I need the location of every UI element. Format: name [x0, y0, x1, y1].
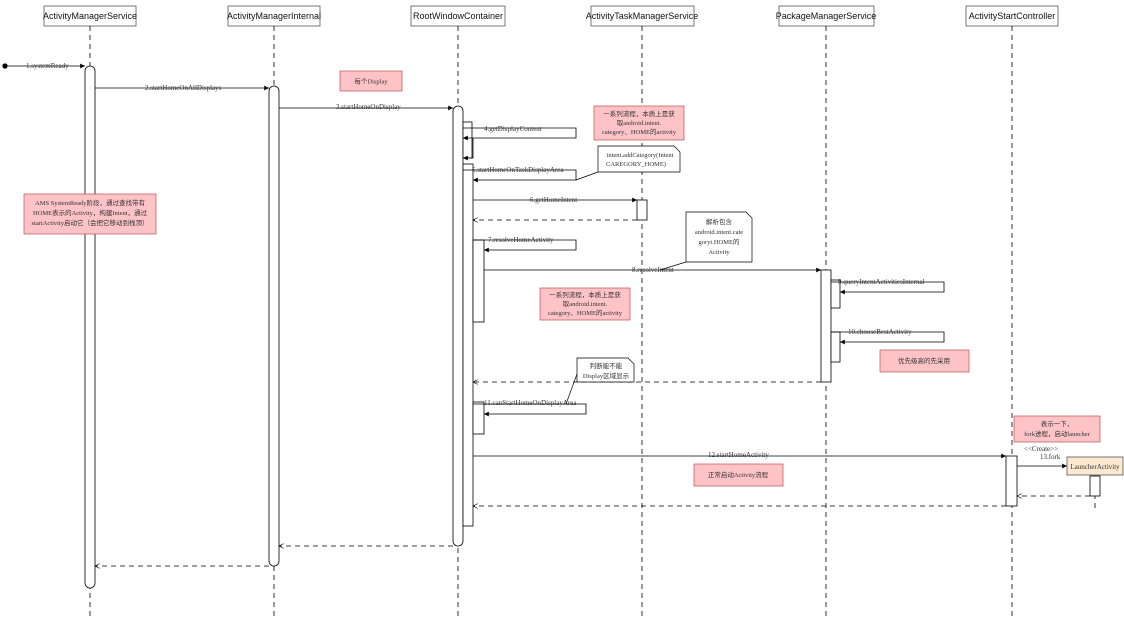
note-line: goryt.HOME的 — [699, 237, 740, 246]
activation-rwc — [452, 105, 464, 547]
note-intent-add-category: intent.addCategory(Intent CAREGORY_HOME) — [575, 145, 681, 181]
message-label-6: 6.getHomeIntent — [530, 196, 577, 204]
note-judge-display: 判断能不能 Display区域显示 — [565, 357, 635, 405]
message-arrow-7 — [473, 239, 577, 253]
note-line: 解析包含 — [706, 217, 733, 226]
note-text: 每个Display — [354, 77, 388, 86]
participant-label: RootWindowContainer — [413, 11, 503, 21]
note-line: 取android.intent. — [563, 300, 608, 308]
note-anchor-line — [565, 373, 578, 405]
note-line: 一系列流程，本质上是获 — [549, 290, 621, 299]
message-arrow-11 — [473, 403, 587, 417]
note-line: 一系列流程，本质上是获 — [603, 109, 675, 118]
message-labels: 1.systemReady 2.startHomeOnAllDisplays 3… — [26, 62, 1061, 461]
message-label-13: 13.fork — [1040, 453, 1061, 461]
activation-rwc-sub2 — [462, 163, 474, 527]
activation-ami — [268, 85, 280, 567]
activation-bars — [84, 65, 1101, 589]
note-text: 优先级高的先采用 — [898, 356, 950, 365]
note-parse-home-activity: 解析包含 android.intent.cate goryt.HOME的 Act… — [659, 211, 753, 271]
note-line: fork进程，启动launcher — [1024, 429, 1091, 438]
lifelines — [89, 26, 1096, 619]
note-series-a: 一系列流程，本质上是获 取android.intent. category、HO… — [593, 105, 685, 141]
message-label-4: 4.getDisplayContent — [484, 125, 542, 133]
message-arrow-9 — [831, 281, 945, 295]
note-priority: 优先级高的先采用 — [879, 349, 970, 373]
activation-rwc-sub1 — [462, 121, 473, 159]
message-return-4 — [463, 138, 474, 161]
note-line: 取android.intent. — [617, 119, 662, 127]
participant-activity-manager-service: ActivityManagerService — [43, 5, 137, 27]
note-normal-start: 正常启动Activity流程 — [693, 463, 784, 487]
note-per-display: 每个Display — [339, 70, 403, 92]
note-line: AMS SystemReady阶段，通过查找带有 — [35, 198, 145, 207]
message-label-1: 1.systemReady — [26, 62, 69, 70]
message-label-2: 2.startHomeOnAllDisplays — [145, 84, 222, 92]
activation-rwc-sub4 — [472, 401, 485, 435]
create-stereotype-label: <<Create>> — [1024, 445, 1058, 453]
participant-activity-start-controller: ActivityStartController — [965, 5, 1059, 27]
note-anchor-line — [659, 261, 687, 271]
note-series-b: 一系列流程，本质上是获 取android.intent. category、HO… — [539, 287, 631, 321]
note-line: Activity — [708, 249, 730, 256]
note-line: CAREGORY_HOME) — [606, 161, 666, 168]
message-arrow-4 — [463, 127, 577, 141]
participant-activity-task-manager-service: ActivityTaskManagerService — [586, 5, 699, 27]
note-line: Display区域显示 — [583, 371, 630, 380]
note-line: category、HOME的activity — [548, 308, 623, 317]
participant-root-window-container: RootWindowContainer — [410, 5, 506, 27]
participant-label: LauncherActivity — [1070, 463, 1120, 471]
message-label-8: 8.resolveIntent — [632, 266, 674, 274]
activation-rwc-sub3 — [472, 239, 485, 323]
participant-package-manager-service: PackageManagerService — [776, 5, 877, 27]
note-line: intent.addCategory(Intent — [607, 152, 674, 159]
message-label-7: 7.resolveHomeActivity — [488, 236, 554, 244]
message-arrow-10 — [831, 331, 945, 345]
message-label-12: 12.startHomeActivity — [708, 451, 769, 459]
message-label-5: 5.startHomeOnTaskDisplayArea — [472, 166, 564, 174]
message-label-3: 3.startHomeOnDisplay — [336, 103, 401, 111]
message-label-9: 9.queryIntentActivitiesInternal — [838, 278, 925, 286]
activation-asc — [1005, 455, 1018, 507]
participant-activity-manager-internal: ActivityManagerInternal — [227, 5, 321, 27]
activation-pms — [820, 269, 832, 383]
message-label-11: 11.canStartHomeOnDisplayArea — [484, 399, 577, 407]
note-line: 判断能不能 — [590, 361, 623, 370]
message-label-10: 10.chooseBestActivity — [848, 328, 912, 336]
message-arrow-5 — [463, 169, 577, 183]
participant-label: ActivityTaskManagerService — [586, 11, 699, 21]
note-line: HOME表示的Activity，构建Intent，通过 — [33, 208, 148, 217]
note-text: 正常启动Activity流程 — [708, 470, 769, 479]
note-ams-phase: AMS SystemReady阶段，通过查找带有 HOME表示的Activity… — [23, 193, 157, 235]
note-line: startActivity启动它（会把它移动到栈顶） — [32, 218, 149, 227]
note-line: 表示一下， — [1041, 419, 1074, 428]
activation-pms-sub2 — [830, 331, 841, 363]
activation-atms — [636, 199, 648, 221]
participant-label: PackageManagerService — [776, 11, 877, 21]
note-line: android.intent.cate — [695, 229, 743, 236]
participant-launcher-activity: LauncherActivity — [1066, 456, 1124, 476]
participant-label: ActivityManagerInternal — [227, 11, 321, 21]
activation-ams — [84, 65, 96, 589]
note-fork-launcher: 表示一下， fork进程，启动launcher — [1013, 415, 1101, 443]
note-anchor-line — [575, 171, 599, 181]
note-line: category、HOME的activity — [602, 127, 677, 136]
participant-label: ActivityStartController — [969, 11, 1056, 21]
participant-label: ActivityManagerService — [43, 11, 137, 21]
activation-launcher — [1089, 475, 1101, 497]
